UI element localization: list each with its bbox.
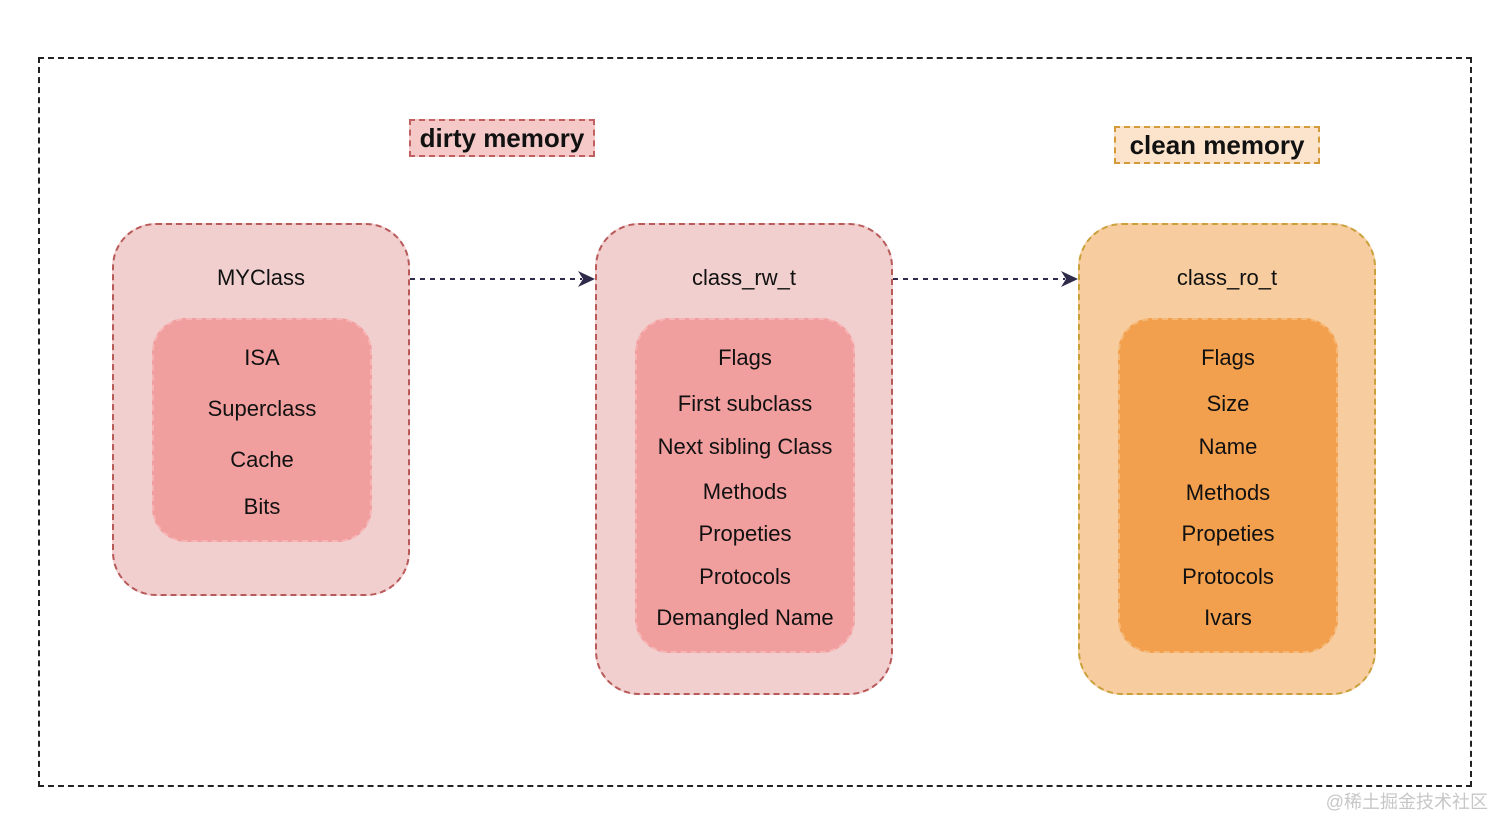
arrow-rw-to-ro bbox=[893, 271, 1078, 287]
field-isa: ISA bbox=[244, 345, 280, 370]
field-cache: Cache bbox=[230, 447, 294, 472]
field-protocols: Protocols bbox=[699, 564, 791, 589]
field-methods: Methods bbox=[1185, 480, 1271, 505]
field-superclass: Superclass bbox=[207, 396, 317, 421]
myclass-title: MYClass bbox=[216, 265, 305, 290]
class-rw-t-title: class_rw_t bbox=[692, 265, 796, 290]
legend-dirty-memory: dirty memory bbox=[409, 119, 595, 157]
field-protocols: Protocols bbox=[1182, 564, 1274, 589]
myclass-fields: ISA Superclass Cache Bits bbox=[152, 318, 372, 542]
field-name: Name bbox=[1198, 434, 1258, 459]
field-propeties: Propeties bbox=[698, 521, 792, 546]
field-flags: Flags bbox=[718, 345, 772, 370]
class-ro-t-box: class_ro_t Flags Size Name Methods Prope… bbox=[1078, 223, 1376, 695]
field-flags: Flags bbox=[1201, 345, 1255, 370]
class-ro-t-fields: Flags Size Name Methods Propeties Protoc… bbox=[1118, 318, 1338, 653]
field-propeties: Propeties bbox=[1181, 521, 1275, 546]
watermark: @稀土掘金技术社区 bbox=[1325, 792, 1488, 812]
field-size: Size bbox=[1206, 391, 1250, 416]
class-rw-t-box: class_rw_t Flags First subclass Next sib… bbox=[595, 223, 893, 695]
field-ivars: Ivars bbox=[1204, 605, 1252, 630]
field-next-sibling-class: Next sibling Class bbox=[657, 434, 833, 459]
myclass-box: MYClass ISA Superclass Cache Bits bbox=[112, 223, 410, 596]
class-rw-t-fields: Flags First subclass Next sibling Class … bbox=[635, 318, 855, 653]
field-demangled-name: Demangled Name bbox=[656, 605, 834, 630]
field-methods: Methods bbox=[702, 479, 788, 504]
field-first-subclass: First subclass bbox=[677, 391, 813, 416]
legend-clean-memory: clean memory bbox=[1114, 126, 1320, 164]
arrow-myclass-to-rw bbox=[410, 271, 595, 287]
class-ro-t-title: class_ro_t bbox=[1176, 265, 1278, 290]
field-bits: Bits bbox=[243, 494, 281, 519]
diagram-frame bbox=[38, 57, 1472, 787]
